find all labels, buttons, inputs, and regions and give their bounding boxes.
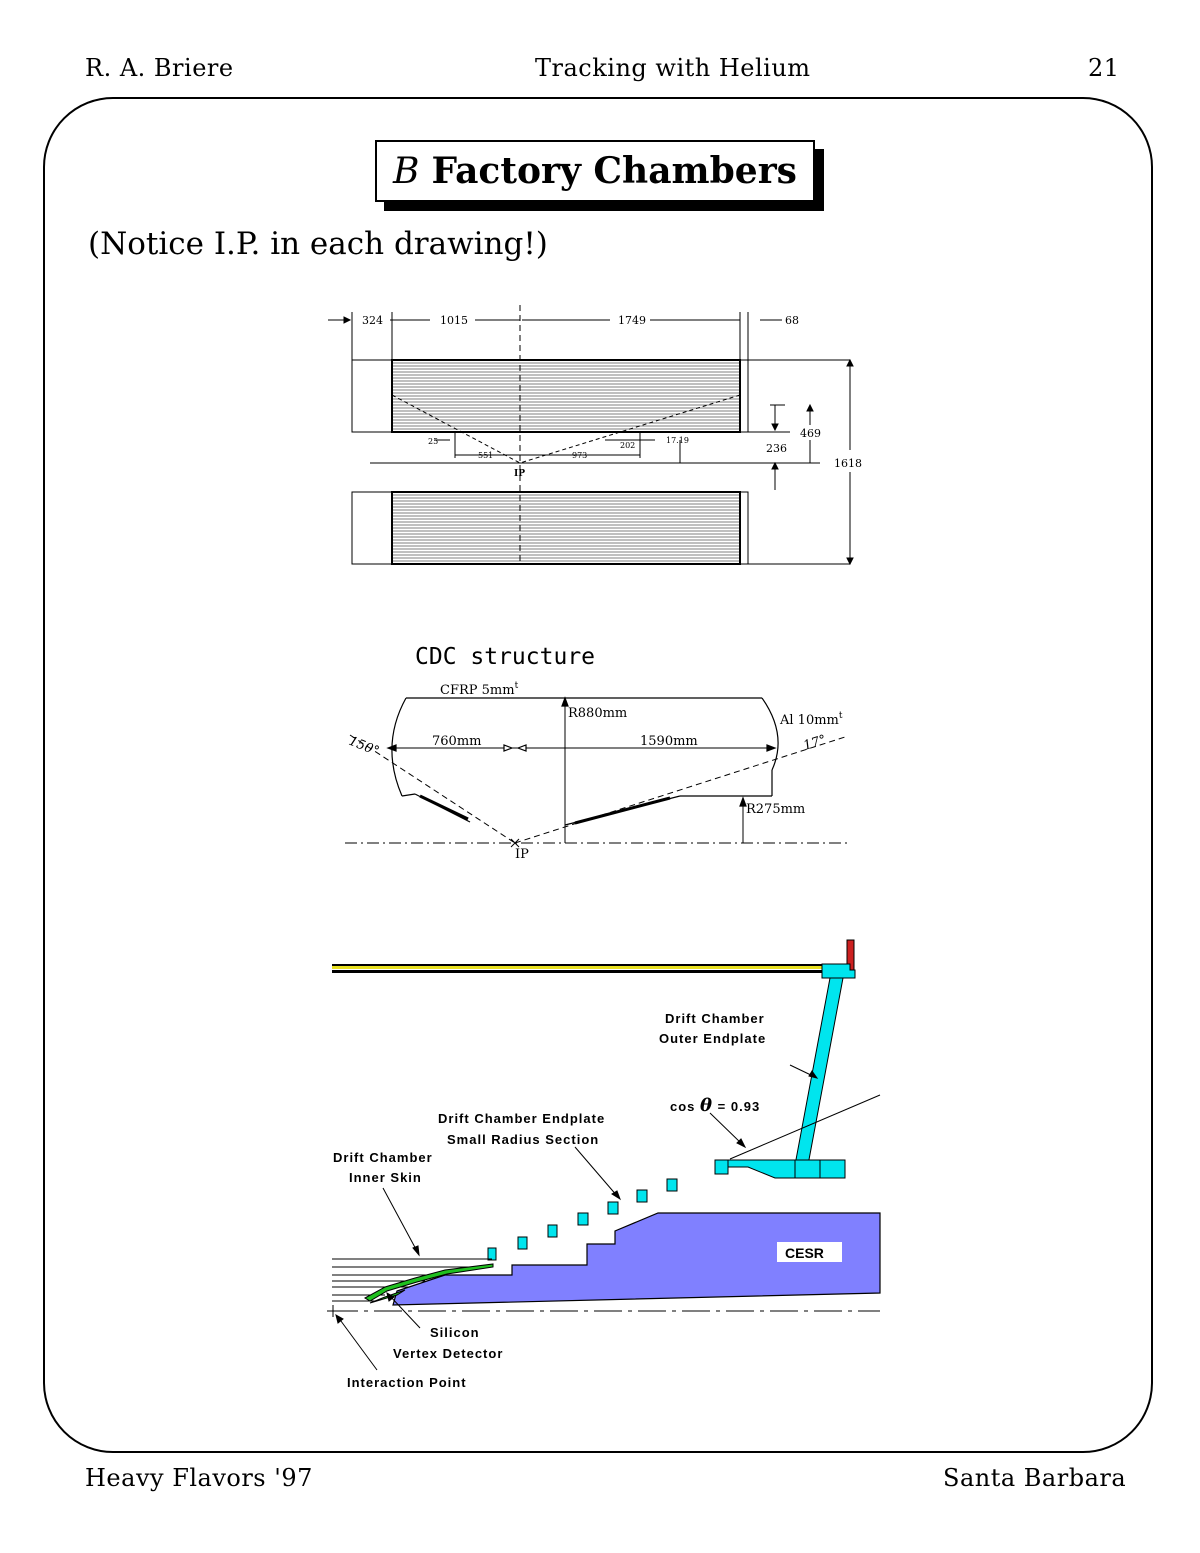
len-760: 760mm	[432, 734, 481, 749]
dim-973: 973	[572, 451, 587, 460]
chamber-wire-hatching	[393, 362, 739, 562]
dim-1618: 1618	[834, 457, 862, 470]
header-title: Tracking with Helium	[535, 54, 811, 82]
cdc-title: CDC structure	[415, 644, 595, 670]
cfrp-label: CFRP 5mmt	[440, 681, 519, 698]
outer-endplate	[714, 963, 856, 1179]
dim-1015: 1015	[440, 314, 468, 327]
al-label: Al 10mmt	[779, 711, 843, 728]
inner-skin-label-1: Drift Chamber	[333, 1150, 433, 1165]
silicon-label-2: Vertex Detector	[393, 1346, 503, 1361]
drawing-cdc-structure: CDC structure CFRP 5mmt R880	[345, 644, 850, 862]
outer-skin	[332, 966, 822, 969]
header-page-number: 21	[1088, 54, 1120, 82]
cos-label: cos θ = 0.93	[670, 1095, 760, 1116]
dim-551: 551	[478, 451, 493, 460]
small-radius-endplate	[487, 1178, 678, 1261]
angle-17: 17°	[802, 732, 829, 753]
ip-label-1: IP	[514, 469, 525, 479]
title-symbol: B	[393, 150, 420, 192]
dim-25: 25	[428, 437, 438, 446]
dim-324: 324	[362, 314, 383, 327]
cesr-beampipe	[392, 1212, 881, 1306]
ip-label-2: IP	[515, 847, 529, 862]
header-author: R. A. Briere	[85, 54, 234, 82]
r275-label: R275mm	[746, 802, 805, 817]
small-radius-label-1: Drift Chamber Endplate	[438, 1111, 605, 1126]
slide-title: B Factory Chambers	[375, 140, 815, 202]
dim-202: 202	[620, 441, 635, 450]
inner-skin-label-2: Inner Skin	[349, 1170, 422, 1185]
angle-150: 150°	[347, 734, 382, 760]
dim-1749: 1749	[618, 314, 646, 327]
silicon-label-1: Silicon	[430, 1325, 480, 1340]
footer-location: Santa Barbara	[943, 1464, 1127, 1492]
outer-endplate-label-2: Outer Endplate	[659, 1031, 766, 1046]
dim-236: 236	[766, 442, 787, 455]
r880-label: R880mm	[568, 706, 627, 721]
outer-endplate-label-1: Drift Chamber	[665, 1011, 765, 1026]
interaction-point-label: Interaction Point	[347, 1375, 467, 1390]
dim-68: 68	[785, 314, 799, 327]
cesr-label: CESR	[785, 1245, 824, 1261]
dim-469: 469	[800, 427, 821, 440]
title-text: Factory Chambers	[431, 150, 797, 192]
footer-conference: Heavy Flavors '97	[85, 1464, 313, 1492]
dim-1719: 17.19	[666, 436, 689, 445]
small-radius-label-2: Small Radius Section	[447, 1132, 599, 1147]
len-1590: 1590mm	[640, 734, 698, 749]
drawing-chamber-dimensions: 324 1015 1749 68 469 236 1618 25 551 973…	[328, 305, 862, 566]
drawing-drift-chamber: CESR Drift Chamber Outer Endplate c	[327, 939, 881, 1390]
slide-subtitle: (Notice I.P. in each drawing!)	[88, 226, 548, 262]
slide-frame	[43, 97, 1153, 1453]
